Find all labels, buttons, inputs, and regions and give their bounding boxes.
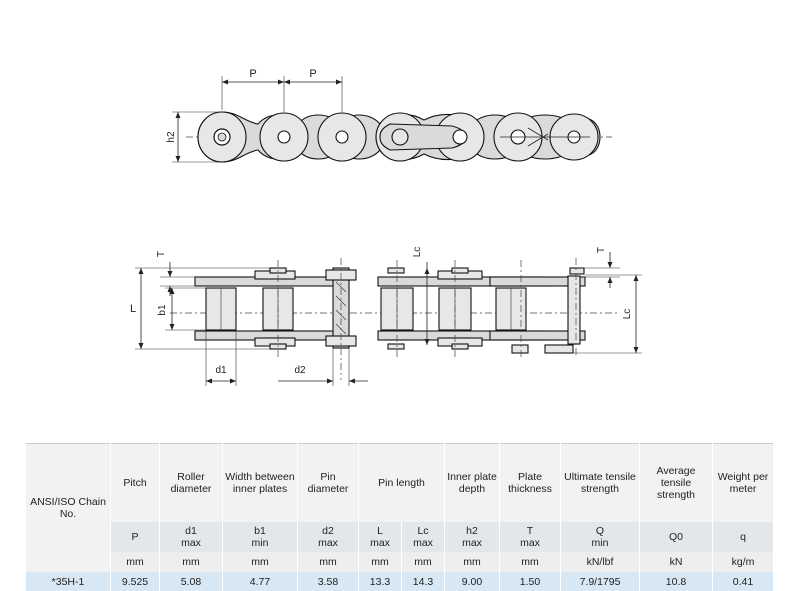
b1-label: b1 xyxy=(157,304,168,316)
cell-ult: 7.9/1795 xyxy=(560,572,640,591)
pitch-label-right: P xyxy=(309,68,316,80)
cell-pitch: 9.525 xyxy=(110,572,160,591)
cell-depth: 9.00 xyxy=(444,572,500,591)
L-label: L xyxy=(130,303,136,315)
cell-L: 13.3 xyxy=(358,572,402,591)
cell-thk: 1.50 xyxy=(499,572,561,591)
cell-avg: 10.8 xyxy=(639,572,713,591)
T-label-right: T xyxy=(596,247,607,253)
unit-avg: kN xyxy=(639,552,713,572)
header-chain-no: ANSI/ISO Chain No. xyxy=(26,443,111,572)
pitch-label-left: P xyxy=(249,68,256,80)
unit-thk: mm xyxy=(499,552,561,572)
h2-label: h2 xyxy=(166,131,177,143)
unit-ult: kN/lbf xyxy=(560,552,640,572)
Lc-label-mid: Lc xyxy=(412,247,423,258)
cell-weight: 0.41 xyxy=(712,572,774,591)
cell-chain-no: *35H-1 xyxy=(26,572,111,591)
chain-side-view: P P h2 xyxy=(166,68,612,163)
cell-roller: 5.08 xyxy=(159,572,223,591)
d2-label: d2 xyxy=(294,365,306,376)
header-inner-plate-depth: Inner plate depth xyxy=(444,443,500,522)
unit-pitch: mm xyxy=(110,552,160,572)
header-roller-diameter: Roller diameter xyxy=(159,443,223,522)
sym-avg: Q0 xyxy=(639,522,713,552)
unit-depth: mm xyxy=(444,552,500,572)
unit-weight: kg/m xyxy=(712,552,774,572)
sym-pitch: P xyxy=(110,522,160,552)
unit-pin-d: mm xyxy=(297,552,359,572)
cell-Lc: 14.3 xyxy=(401,572,445,591)
chain-spec-table: ANSI/ISO Chain No. Pitch Roller diameter… xyxy=(26,443,774,591)
table-header-row: ANSI/ISO Chain No. Pitch Roller diameter… xyxy=(26,443,774,572)
table-row: *35H-1 9.525 5.08 4.77 3.58 13.3 14.3 9.… xyxy=(26,572,774,591)
header-plate-thickness: Plate thickness xyxy=(499,443,561,522)
table-unit-row: mm mm mm mm mm mm mm mm kN/lbf kN kg/m xyxy=(26,552,774,572)
chain-top-view: L T b1 Lc T Lc d1 xyxy=(130,247,642,386)
cell-pin-d: 3.58 xyxy=(297,572,359,591)
d1-label: d1 xyxy=(215,365,227,376)
header-pitch: Pitch xyxy=(110,443,160,522)
header-pin-diameter: Pin diameter xyxy=(297,443,359,522)
header-average-tensile: Average tensile strength xyxy=(639,443,713,522)
unit-Lc: mm xyxy=(401,552,445,572)
header-width-inner-plates: Width between inner plates xyxy=(222,443,298,522)
Lc-label-right: Lc xyxy=(622,309,633,320)
header-pin-length: Pin length xyxy=(358,443,445,522)
header-weight-per-meter: Weight per meter xyxy=(712,443,774,522)
T-label-left: T xyxy=(156,251,167,257)
cell-width: 4.77 xyxy=(222,572,298,591)
unit-width: mm xyxy=(222,552,298,572)
roller-chain-diagram: P P h2 xyxy=(130,68,642,386)
unit-roller: mm xyxy=(159,552,223,572)
header-ultimate-tensile: Ultimate tensile strength xyxy=(560,443,640,522)
sym-weight: q xyxy=(712,522,774,552)
unit-L: mm xyxy=(358,552,402,572)
